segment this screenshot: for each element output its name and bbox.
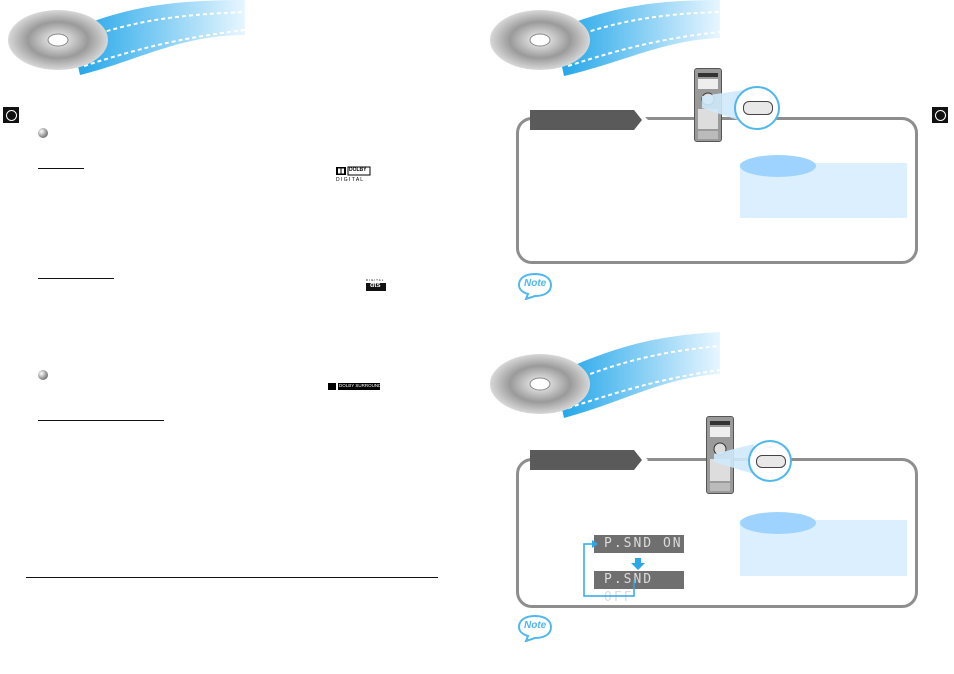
hint-pill-1 — [740, 155, 816, 177]
bullet-dolby-digital — [38, 128, 48, 138]
hint-pill-2 — [740, 512, 816, 534]
note-label-1: Note — [524, 278, 547, 289]
zoom-callout-2 — [712, 440, 772, 480]
left-side-tab — [3, 107, 19, 123]
dolby-surround-mark: DOLBY SURROUND — [339, 383, 382, 388]
right-header-graphic-1 — [484, 0, 724, 80]
button-zoom-circle-1 — [734, 86, 780, 130]
remote-button-icon-2 — [756, 455, 786, 468]
right-header-graphic-2 — [484, 332, 724, 422]
toggle-loop-arrow — [582, 538, 642, 598]
dolby-surround-logo: DOLBY SURROUND — [328, 383, 382, 391]
panel-2-tab — [530, 450, 648, 470]
remote-button-icon-1 — [743, 101, 773, 115]
dts-mark: DIGITAL — [366, 278, 385, 282]
dolby-digital-mark: DOLBY — [349, 167, 367, 173]
lcd-display-on: P.SND ON — [594, 535, 684, 553]
dts-logo: DIGITAL dts — [366, 278, 386, 293]
dolby-digital-logo: DOLBY D I G I T A L — [336, 166, 384, 189]
dolby-digital-sub: D I G I T A L — [336, 177, 364, 183]
heading-underline-dts — [38, 278, 114, 279]
left-header-graphic — [0, 0, 250, 80]
arrow-down-icon — [631, 557, 645, 570]
bullet-dolby-surround — [38, 370, 48, 380]
panel-1-tab — [530, 110, 648, 130]
heading-underline-dolby-surround — [38, 420, 164, 421]
zoom-callout-1 — [698, 86, 778, 126]
left-bottom-rule — [26, 577, 438, 578]
button-zoom-circle-2 — [748, 440, 792, 482]
note-label-2: Note — [524, 620, 547, 631]
lcd-display-off: P.SND OFF — [594, 571, 684, 605]
right-side-tab — [932, 107, 948, 123]
dts-sub: dts — [370, 282, 381, 289]
heading-underline-dolby-digital — [38, 168, 84, 169]
note-badge-2: Note — [517, 614, 553, 643]
note-badge-1: Note — [517, 272, 553, 301]
